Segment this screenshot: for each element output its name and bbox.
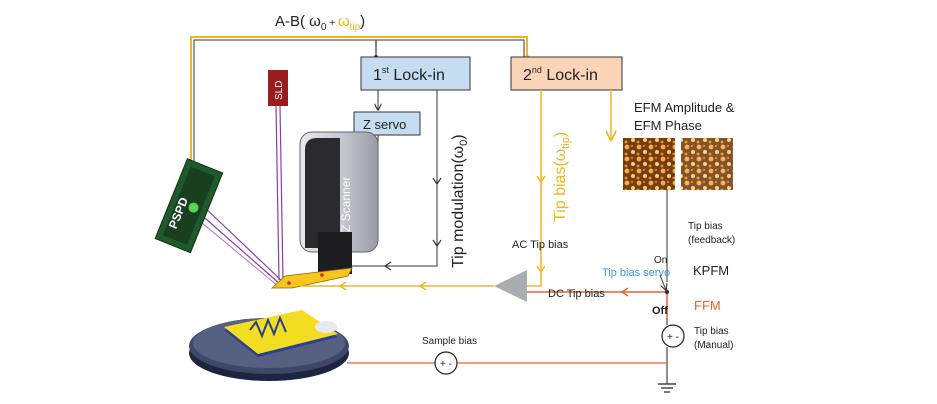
sld-label: SLD (274, 81, 285, 100)
top-signal-omega-tip-sub: tip (350, 22, 361, 33)
tip-modulation-label: Tip modulation(ω0) (450, 134, 470, 268)
lockin-1-label: 1st Lock-in (373, 65, 445, 84)
sample-stage (189, 310, 349, 381)
efm-phase-image (681, 138, 733, 190)
z-servo-block: Z servo (353, 111, 421, 136)
sample-bias-label: Sample bias (422, 336, 477, 347)
efm-title-line2: EFM Phase (634, 118, 702, 133)
efm-title-line1: EFM Amplitude & (634, 100, 735, 115)
z-servo-label: Z servo (363, 117, 406, 132)
tip-bias-feedback-line2: (feedback) (688, 235, 735, 246)
z-scanner-label: Z Scanner (339, 177, 353, 232)
pspd-detector: PSPD (154, 158, 224, 254)
manual-tip-bias-source: + - (661, 318, 685, 348)
tip-bias-manual-line1: Tip bias (694, 326, 729, 337)
switch-off-label: Off (652, 305, 668, 317)
bias-summing-amplifier (494, 270, 527, 302)
tip-bias-ac-wire (498, 90, 546, 287)
top-signal-prefix: A-B( (275, 13, 309, 30)
switch-on-label: On (654, 255, 667, 266)
top-signal-omega-tip: ω (338, 13, 350, 30)
reflected-beam (195, 204, 284, 287)
ac-tip-bias-label: AC Tip bias (512, 239, 569, 251)
tip-bias-omega-label: Tip bias(ωtip) (552, 132, 572, 222)
tip-bias-to-cantilever-wire (300, 281, 494, 291)
top-signal-omega0: ω (309, 13, 321, 30)
photodiode-signal-wire (190, 36, 530, 178)
tip-modulation-wire (341, 90, 442, 271)
top-signal-omega0-sub: 0 (321, 22, 327, 33)
tip-bias-manual-line2: (Manual) (694, 340, 733, 351)
sample-source-symbol: + - (440, 359, 452, 370)
lockin-2-block: 2nd Lock-in (510, 56, 623, 91)
sld-laser: SLD (268, 70, 288, 281)
dc-tip-bias-label: DC Tip bias (548, 288, 605, 300)
tip-bias-servo-label: Tip bias servo (602, 267, 670, 279)
cantilever (270, 267, 353, 289)
manual-source-symbol: + - (667, 332, 679, 343)
sample-bias-wire: + - (347, 351, 667, 375)
top-signal-label: A-B( ω0 + ωtip) (275, 13, 365, 33)
ffm-mode-label: FFM (694, 298, 721, 313)
z-scanner: Z Scanner (299, 131, 379, 274)
top-signal-plus: + (326, 18, 337, 29)
mode-switch (659, 274, 670, 295)
tip-bias-feedback-line1: Tip bias (688, 221, 723, 232)
kpfm-mode-label: KPFM (693, 263, 729, 278)
efm-amplitude-image (623, 138, 675, 190)
ground-symbol (658, 347, 676, 393)
lockin-1-block: 1st Lock-in (360, 56, 471, 91)
lockin-2-label: 2nd Lock-in (523, 65, 598, 84)
top-signal-suffix: ) (360, 13, 365, 30)
